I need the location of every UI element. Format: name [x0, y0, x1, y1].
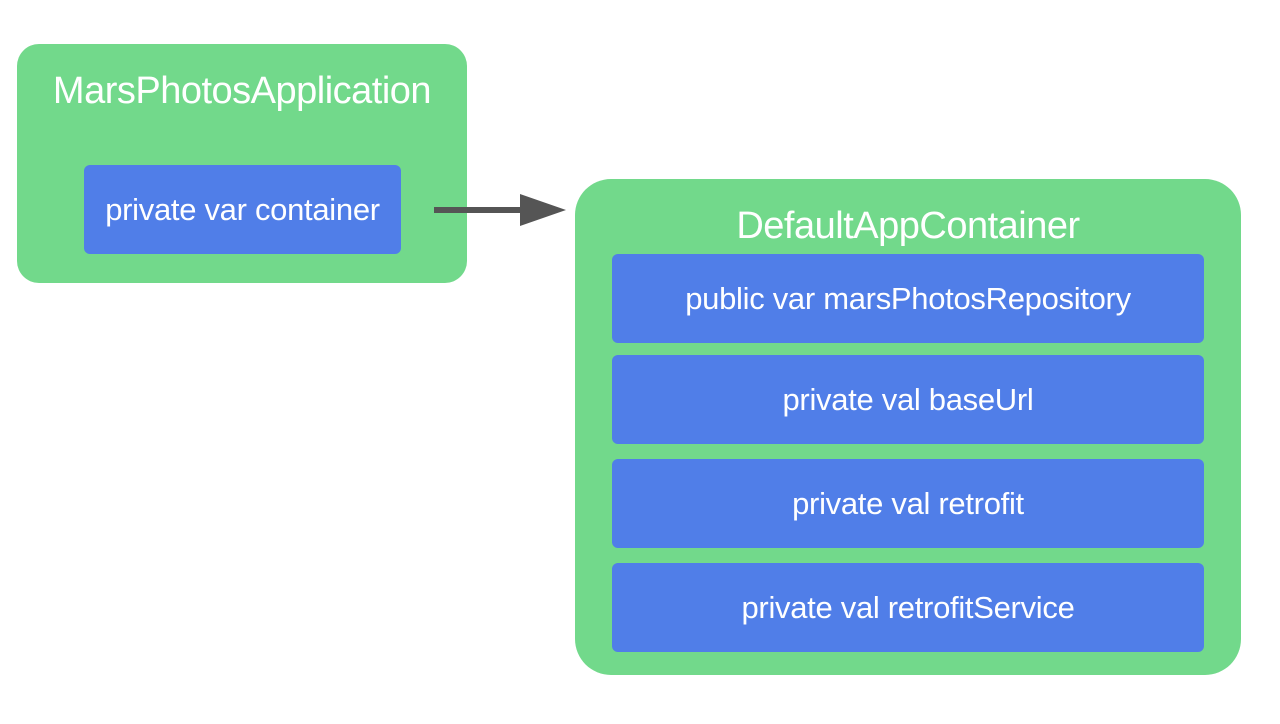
application-title: MarsPhotosApplication	[52, 70, 432, 112]
mars-photos-application-box: MarsPhotosApplication private var contai…	[17, 44, 467, 283]
retrofit-field: private val retrofit	[612, 459, 1204, 548]
container-title: DefaultAppContainer	[736, 205, 1080, 247]
retrofit-service-field: private val retrofitService	[612, 563, 1204, 652]
base-url-field: private val baseUrl	[612, 355, 1204, 444]
default-app-container-box: DefaultAppContainer public var marsPhoto…	[575, 179, 1241, 675]
container-field: private var container	[84, 165, 401, 254]
arrow-head	[520, 194, 566, 226]
reference-arrow	[434, 194, 566, 226]
mars-photos-repository-field: public var marsPhotosRepository	[612, 254, 1204, 343]
